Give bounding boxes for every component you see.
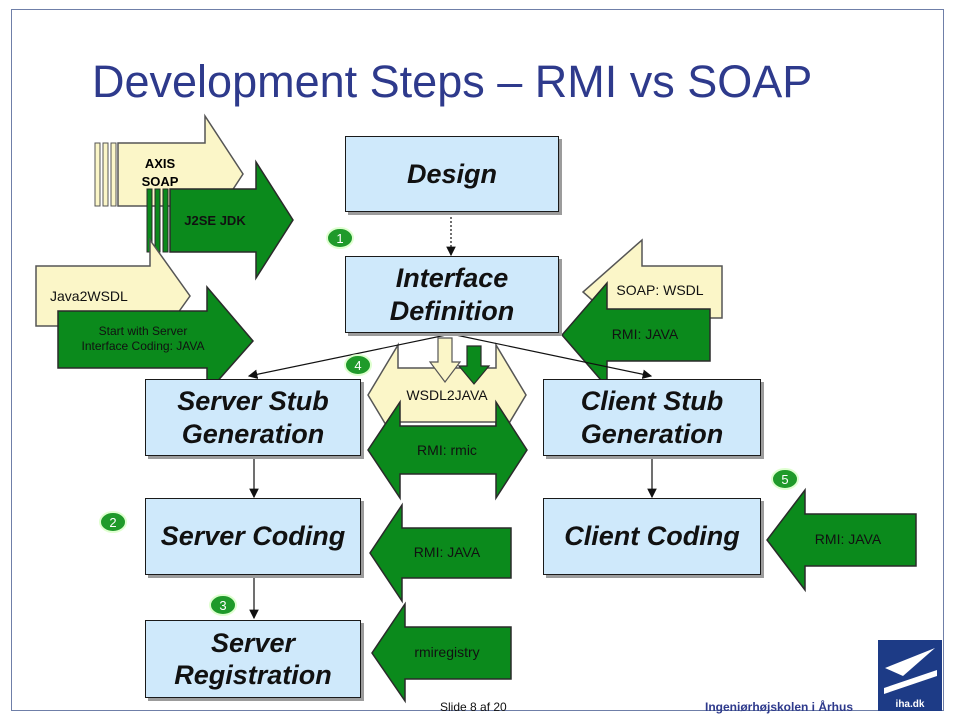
arrow-rmi-rmic: RMI: rmic xyxy=(367,399,528,501)
arrow-rmi-java-interface: RMI: JAVA xyxy=(561,280,711,390)
badge-5: 5 xyxy=(771,468,799,490)
svg-text:1: 1 xyxy=(336,231,343,246)
svg-text:3: 3 xyxy=(219,598,226,613)
arrow-rmiregistry: rmiregistry xyxy=(371,601,512,704)
slide-title: Development Steps – RMI vs SOAP xyxy=(92,56,813,107)
arrow-wsdl2java-label: WSDL2JAVA xyxy=(406,387,488,403)
svg-text:2: 2 xyxy=(109,515,116,530)
logo-text: iha.dk xyxy=(896,699,925,710)
box-server-registration: Server Registration xyxy=(145,620,361,698)
box-client-stub-generation: Client Stub Generation xyxy=(543,379,761,456)
arrow-rmi-java-client-label: RMI: JAVA xyxy=(815,531,882,547)
badge-4: 4 xyxy=(344,354,372,376)
footer-school: Ingeniørhøjskolen i Århus xyxy=(705,700,854,714)
box-server-stub-generation: Server Stub Generation xyxy=(145,379,361,456)
box-interface-definition: Interface Definition xyxy=(345,256,559,333)
badge-1: 1 xyxy=(326,227,354,249)
arrow-rmi-rmic-label: RMI: rmic xyxy=(417,442,477,458)
down-arrows xyxy=(428,337,491,385)
box-design: Design xyxy=(345,136,559,212)
connector-interface-client-stub xyxy=(450,333,653,379)
connectors xyxy=(247,213,657,620)
arrow-soap-wsdl-label: SOAP: WSDL xyxy=(616,282,703,298)
box-client-coding: Client Coding xyxy=(543,498,761,575)
box-server-coding: Server Coding xyxy=(145,498,361,575)
arrow-rmi-java-server: RMI: JAVA xyxy=(369,502,512,604)
slide-frame xyxy=(11,9,944,711)
arrow-rmi-java-server-label: RMI: JAVA xyxy=(414,544,481,560)
iha-logo: iha.dk xyxy=(878,640,942,711)
svg-text:4: 4 xyxy=(354,358,361,373)
arrow-j2se-label: J2SE JDK xyxy=(184,213,246,228)
arrow-rmi-java-interface-label: RMI: JAVA xyxy=(612,326,679,342)
arrow-java2wsdl-label: Java2WSDL xyxy=(50,288,128,304)
arrow-rmi-java-client: RMI: JAVA xyxy=(766,487,917,593)
badge-2: 2 xyxy=(99,511,127,533)
footer-slide-number: Slide 8 af 20 xyxy=(440,700,507,714)
badge-3: 3 xyxy=(209,594,237,616)
arrow-j2se-jdk: J2SE JDK xyxy=(146,159,294,281)
connector-interface-server-stub xyxy=(247,333,452,379)
svg-text:5: 5 xyxy=(781,472,788,487)
arrow-rmiregistry-label: rmiregistry xyxy=(414,644,479,660)
